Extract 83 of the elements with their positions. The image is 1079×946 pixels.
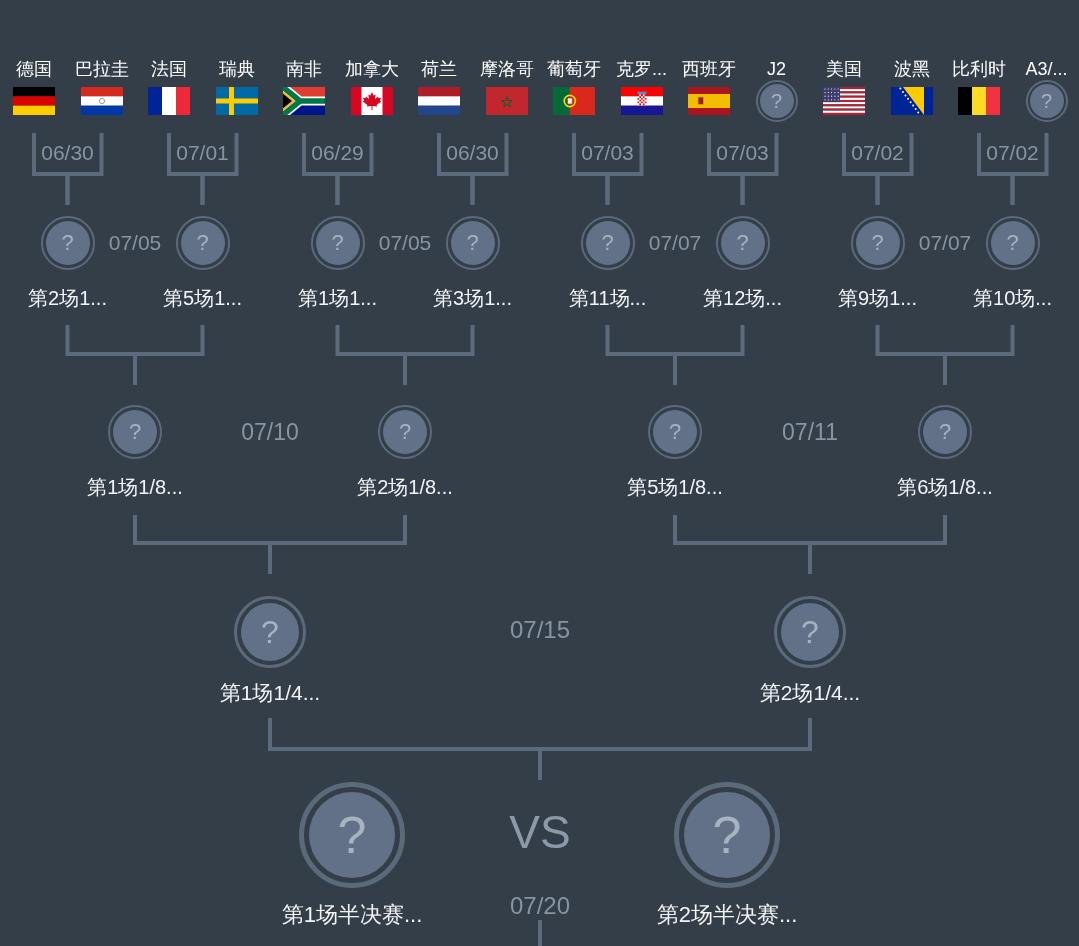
bracket-line: [605, 133, 644, 205]
team-name: 加拿大: [344, 58, 399, 80]
unknown-team-badge: ?: [755, 80, 798, 122]
unknown-team-badge: ?: [774, 596, 846, 668]
team-name: 美国: [826, 58, 862, 80]
bracket-line: [133, 325, 205, 385]
unknown-team-badge: ?: [310, 216, 365, 270]
winner-caption: 第1场半决赛...: [281, 902, 423, 928]
unknown-team-badge: ?: [648, 405, 702, 459]
bracket-line: [65, 133, 104, 205]
bracket-line: [808, 515, 947, 574]
unknown-team-badge: ?: [378, 405, 432, 459]
winner-caption: 第2场半决赛...: [656, 902, 798, 928]
match-date: 07/07: [918, 230, 972, 256]
bracket-line: [200, 133, 239, 205]
match-date: 07/07: [648, 230, 702, 256]
team-name: 法国: [151, 58, 187, 80]
team-name: 克罗...: [616, 58, 667, 80]
unknown-team-badge: ?: [299, 782, 405, 888]
winner-caption: 第6场1/8...: [897, 475, 993, 500]
team-name: 摩洛哥: [479, 58, 534, 80]
bracket-line: [538, 718, 812, 780]
match-date: 06/29: [311, 140, 364, 166]
winner-caption: 第5场1/8...: [627, 475, 723, 500]
winner-caption: 第5场1...: [163, 286, 242, 311]
team-name: 葡萄牙: [547, 58, 601, 80]
team-name: 波黑: [893, 58, 930, 80]
match-date: 06/30: [446, 140, 499, 166]
unknown-team-badge: ?: [918, 405, 972, 459]
unknown-team-badge: ?: [985, 216, 1040, 270]
team-name: 德国: [16, 58, 52, 80]
unknown-team-badge: ?: [850, 216, 905, 270]
winner-caption: 第3场1...: [433, 286, 512, 311]
winner-caption: 第2场1/8...: [357, 475, 453, 500]
team-name: 比利时: [952, 58, 1006, 80]
unknown-team-badge: ?: [40, 216, 95, 270]
team-name: 荷兰: [421, 58, 457, 80]
bracket-line: [673, 325, 745, 385]
team-name: 南非: [286, 58, 322, 80]
bracket-line: [335, 133, 374, 205]
bracket-line: [268, 515, 407, 574]
winner-caption: 第10场...: [973, 286, 1052, 311]
team-name: 西班牙: [682, 58, 736, 80]
unknown-team-badge: ?: [715, 216, 770, 270]
winner-caption: 第1场1...: [298, 286, 377, 311]
match-date: 07/03: [716, 140, 769, 166]
match-date: 07/10: [241, 418, 299, 446]
unknown-team-badge: ?: [580, 216, 635, 270]
unknown-team-badge: ?: [445, 216, 500, 270]
bracket-line: [403, 325, 475, 385]
team-name: J2: [767, 58, 786, 80]
match-date: 07/02: [986, 140, 1039, 166]
winner-caption: 第1场1/4...: [219, 680, 321, 706]
winner-caption: 第9场1...: [838, 286, 917, 311]
bracket-line: [538, 920, 542, 946]
team-name: 瑞典: [218, 58, 255, 80]
unknown-team-badge: ?: [234, 596, 306, 668]
unknown-team-badge: ?: [674, 782, 780, 888]
match-date: 07/20: [509, 892, 571, 920]
match-date: 07/01: [176, 140, 229, 166]
versus-text: VS: [509, 807, 571, 857]
winner-caption: 第1场1/8...: [87, 475, 183, 500]
bracket-line: [875, 133, 914, 205]
bracket-line: [740, 133, 779, 205]
match-date: 06/30: [41, 140, 94, 166]
team-name: 巴拉圭: [74, 58, 129, 80]
bracket-line: [470, 133, 509, 205]
bracket-line: [1010, 133, 1049, 205]
winner-caption: 第2场1/4...: [759, 680, 861, 706]
match-date: 07/11: [782, 418, 838, 446]
winner-caption: 第12场...: [703, 286, 782, 311]
match-date: 07/05: [108, 230, 162, 256]
match-date: 07/15: [509, 616, 571, 644]
match-date: 07/05: [378, 230, 432, 256]
winner-caption: 第2场1...: [28, 286, 107, 311]
winner-caption: 第11场...: [568, 286, 647, 311]
unknown-team-badge: ?: [108, 405, 162, 459]
unknown-team-badge: ?: [175, 216, 230, 270]
match-date: 07/03: [581, 140, 634, 166]
unknown-team-badge: ?: [1025, 80, 1068, 122]
bracket-line: [943, 325, 1015, 385]
team-name: A3/...: [1025, 58, 1068, 80]
match-date: 07/02: [851, 140, 904, 166]
